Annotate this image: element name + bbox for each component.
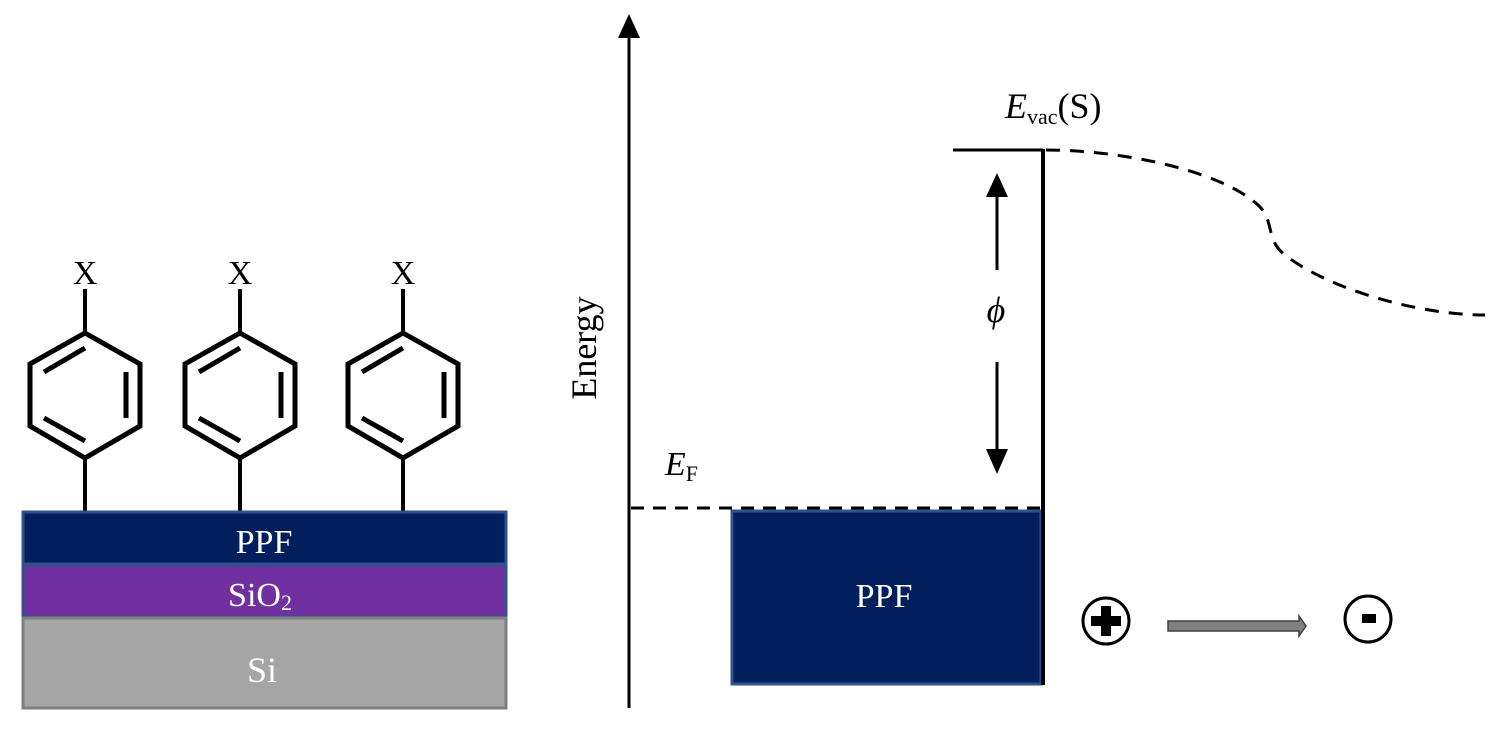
sio2-layer: [21, 563, 508, 619]
energy-level-diagram: Energy EF PPF Evac(S) ϕ: [564, 14, 1486, 708]
arrow-up-icon: [986, 173, 1008, 197]
vacuum-level-label: Evac(S): [1004, 86, 1102, 129]
work-function-symbol: ϕ: [987, 290, 1006, 330]
si-layer-label: Si: [247, 650, 277, 690]
phenyl-molecule: X: [27, 255, 143, 512]
sio2-layer-label: SiO2: [228, 577, 292, 615]
substituent-label: X: [73, 255, 98, 292]
ppf-block: [730, 509, 1043, 686]
energy-axis-label: Energy: [564, 296, 604, 399]
si-layer: [21, 616, 508, 710]
arrow-down-icon: [986, 449, 1008, 474]
molecular-layer-schematic: X X X PPF: [21, 255, 508, 710]
double-bond: [360, 415, 405, 444]
phenyl-molecule: X: [345, 255, 461, 512]
double-bond: [197, 415, 242, 444]
phenyl-molecule: X: [182, 255, 298, 512]
ppf-layer: [21, 510, 508, 566]
substituent-label: X: [391, 255, 416, 292]
ppf-block-label: PPF: [856, 578, 913, 615]
energy-axis-arrowhead-icon: [618, 14, 640, 38]
double-bond: [197, 345, 242, 375]
fermi-level-label: EF: [664, 446, 698, 486]
substituent-label: X: [228, 255, 253, 292]
double-bond: [42, 345, 87, 375]
dipole-direction-arrow-icon: [1167, 613, 1307, 639]
negative-charge-icon: [1343, 594, 1393, 644]
positive-charge-icon: [1081, 596, 1131, 646]
double-bond: [42, 415, 87, 444]
double-bond: [360, 345, 405, 375]
ppf-layer-label: PPF: [236, 524, 293, 561]
vacuum-level-decay-curve: [1045, 148, 1486, 317]
